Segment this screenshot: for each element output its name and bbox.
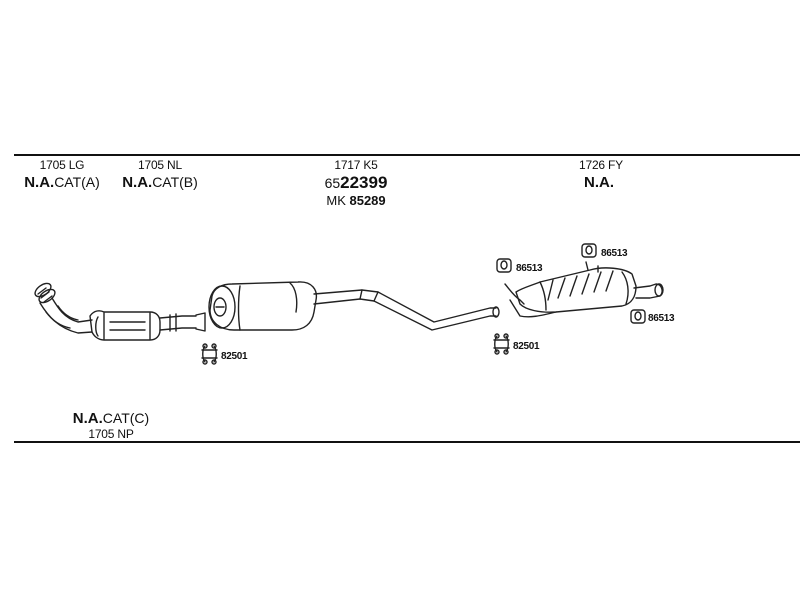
- rear-muffler: [504, 261, 664, 318]
- hanger-top-left-label: 86513: [516, 263, 543, 274]
- clamp-right-label: 82501: [513, 341, 540, 352]
- section-3-mk-prefix: MK: [326, 193, 346, 208]
- hanger-bottom-right-icon: [630, 309, 646, 324]
- section-1-cat: CAT(A): [54, 174, 100, 190]
- middle-muffler: [208, 281, 318, 331]
- section-1-code: 1705 LG: [39, 158, 85, 172]
- section-3-part-number: 6522399: [325, 173, 388, 193]
- bottom-cat: CAT(C): [102, 410, 150, 426]
- section-3-pn-main: 22399: [340, 173, 388, 192]
- section-4-code: 1726 FY: [579, 158, 623, 172]
- section-2-label: N.A.CAT(B): [122, 174, 198, 191]
- section-2-na: N.A.: [122, 174, 153, 191]
- section-4-label: N.A.: [584, 174, 614, 191]
- hanger-top-right-label: 86513: [601, 248, 628, 259]
- bottom-divider: [14, 441, 800, 443]
- front-catalytic-converter: [34, 282, 206, 341]
- bottom-na: N.A.: [72, 410, 103, 427]
- bottom-label: N.A.CAT(C): [73, 410, 149, 427]
- section-1-label: N.A.CAT(A): [24, 174, 100, 191]
- section-3-mk-num: 85289: [349, 193, 386, 208]
- section-4-na: N.A.: [584, 174, 614, 191]
- hanger-top-left-icon: [496, 258, 512, 273]
- section-3-code: 1717 K5: [334, 158, 378, 172]
- clamp-right-icon: [493, 333, 510, 355]
- intermediate-pipe: [313, 289, 500, 331]
- section-1-na: N.A.: [24, 174, 55, 191]
- hanger-top-right-icon: [581, 243, 597, 258]
- section-2-code: 1705 NL: [138, 158, 182, 172]
- clamp-left-label: 82501: [221, 351, 248, 362]
- section-3-mk: MK 85289: [326, 193, 385, 208]
- top-divider: [14, 154, 800, 156]
- section-3-pn-prefix: 65: [324, 175, 341, 191]
- clamp-left-icon: [201, 343, 218, 365]
- hanger-bottom-right-label: 86513: [648, 313, 675, 324]
- section-2-cat: CAT(B): [152, 174, 198, 190]
- bottom-code: 1705 NP: [88, 427, 134, 441]
